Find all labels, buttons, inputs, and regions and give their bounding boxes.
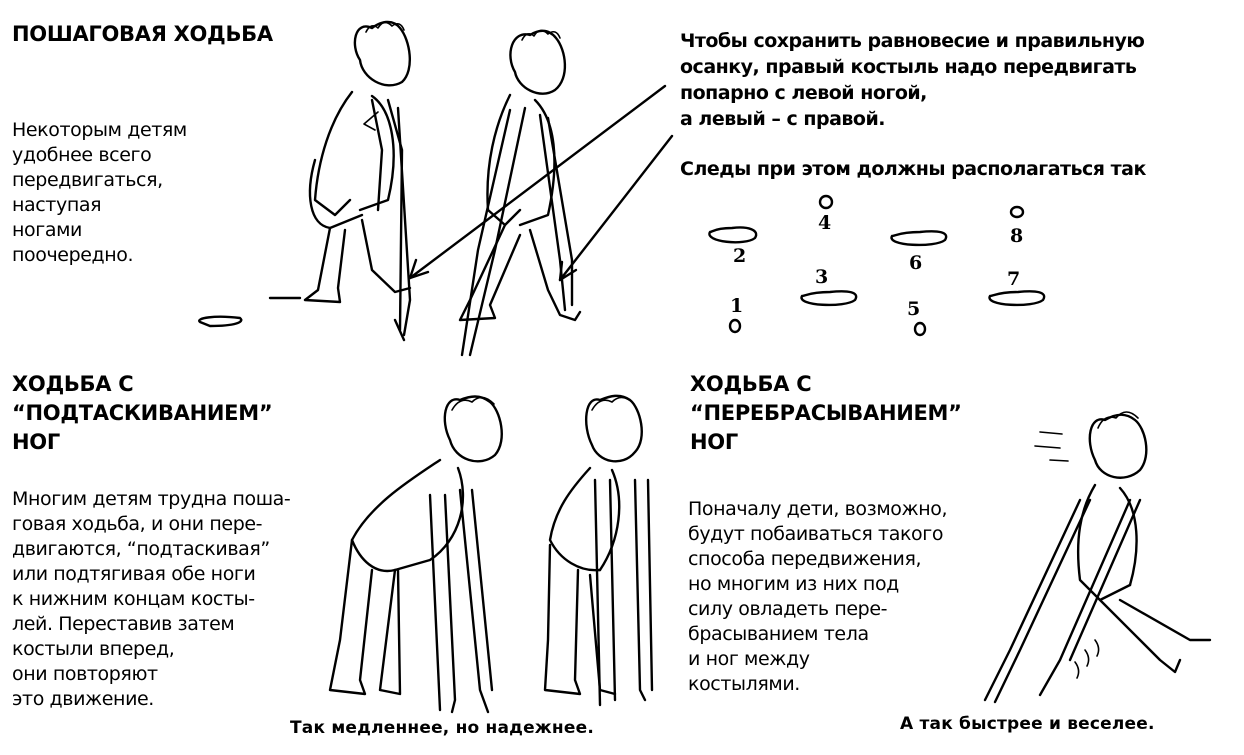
text-line: силу овладеть пере- <box>688 598 888 620</box>
child-figure-swing <box>983 411 1212 704</box>
section-drag-title: ХОДЬБА С “ПОДТАСКИВАНИЕМ” НОГ <box>12 370 273 457</box>
arrowhead <box>558 260 578 282</box>
text-line: двигаются, “подтаскивая” <box>12 538 270 560</box>
text-line: а левый – с правой. <box>680 108 886 130</box>
section-drag-caption: Так медленнее, но надежнее. <box>290 718 594 738</box>
arrowhead <box>408 258 430 280</box>
child-figure-step-2 <box>458 29 582 357</box>
text-line: или подтягивая обе ноги <box>12 563 256 585</box>
footprint-number: 4 <box>818 212 832 234</box>
footprint-number: 7 <box>1007 268 1021 290</box>
text-line: попарно с левой ногой, <box>680 82 927 104</box>
text-line: будут побаиваться такого <box>688 523 944 545</box>
instruction-text: Чтобы сохранить равновесие и правильную … <box>680 28 1145 132</box>
title-line: ХОДЬБА С <box>690 372 812 396</box>
text-line: Поначалу дети, возможно, <box>688 498 948 520</box>
text-line: костылями. <box>688 673 800 695</box>
section-step-title: ПОШАГОВАЯ ХОДЬБА <box>12 22 273 46</box>
footprints-caption: Следы при этом должны располагаться так <box>680 158 1146 180</box>
text-line: поочередно. <box>12 244 134 266</box>
text-line: и ног между <box>688 648 810 670</box>
section-swing-title: ХОДЬБА С “ПЕРЕБРАСЫВАНИЕМ” НОГ <box>690 370 962 457</box>
section-drag-text: Многим детям трудна поша- говая ходьба, … <box>12 487 291 712</box>
text-line: осанку, правый костыль надо передвигать <box>680 56 1137 78</box>
arrow-to-left-crutch <box>558 134 674 282</box>
title-line: “ПОДТАСКИВАНИЕМ” <box>12 401 273 425</box>
child-figure-step-1 <box>303 20 412 342</box>
text-line: Некоторым детям <box>12 119 187 141</box>
footprint-number: 1 <box>730 295 744 317</box>
text-line: удобнее всего <box>12 144 152 166</box>
text-line: костыли вперед, <box>12 638 175 660</box>
text-line: говая ходьба, и они пере- <box>12 513 263 535</box>
footprint-number: 2 <box>733 245 747 267</box>
text-line: передвигаться, <box>12 169 163 191</box>
text-line: они повторяют <box>12 663 158 685</box>
footprint-diagram <box>708 194 1046 337</box>
section-swing-caption: А так быстрее и веселее. <box>900 714 1155 734</box>
child-figure-drag-2 <box>543 394 654 707</box>
floor-footprint <box>198 315 243 328</box>
text-line: лей. Переставив затем <box>12 613 235 635</box>
footprint-number: 8 <box>1010 225 1024 247</box>
text-line: к нижним концам косты- <box>12 588 255 610</box>
text-line: Чтобы сохранить равновесие и правильную <box>680 30 1145 52</box>
text-line: ногами <box>12 219 82 241</box>
footprint-number: 3 <box>815 266 829 288</box>
text-line: Многим детям трудна поша- <box>12 488 291 510</box>
footprint-number: 5 <box>907 298 921 320</box>
title-line: НОГ <box>12 430 60 454</box>
text-line: это движение. <box>12 688 154 710</box>
text-line: наступая <box>12 194 102 216</box>
arrow-to-right-crutch <box>408 84 667 280</box>
text-line: но многим из них под <box>688 573 899 595</box>
footprint-number: 6 <box>909 252 923 274</box>
text-line: брасыванием тела <box>688 623 869 645</box>
text-line: способа передвижения, <box>688 548 922 570</box>
title-line: ХОДЬБА С <box>12 372 134 396</box>
section-swing-text: Поначалу дети, возможно, будут побаивать… <box>688 497 947 697</box>
section-step-text: Некоторым детям удобнее всего передвигат… <box>12 118 187 268</box>
child-figure-drag-1 <box>328 395 503 714</box>
title-line: “ПЕРЕБРАСЫВАНИЕМ” <box>690 401 962 425</box>
title-line: НОГ <box>690 430 738 454</box>
